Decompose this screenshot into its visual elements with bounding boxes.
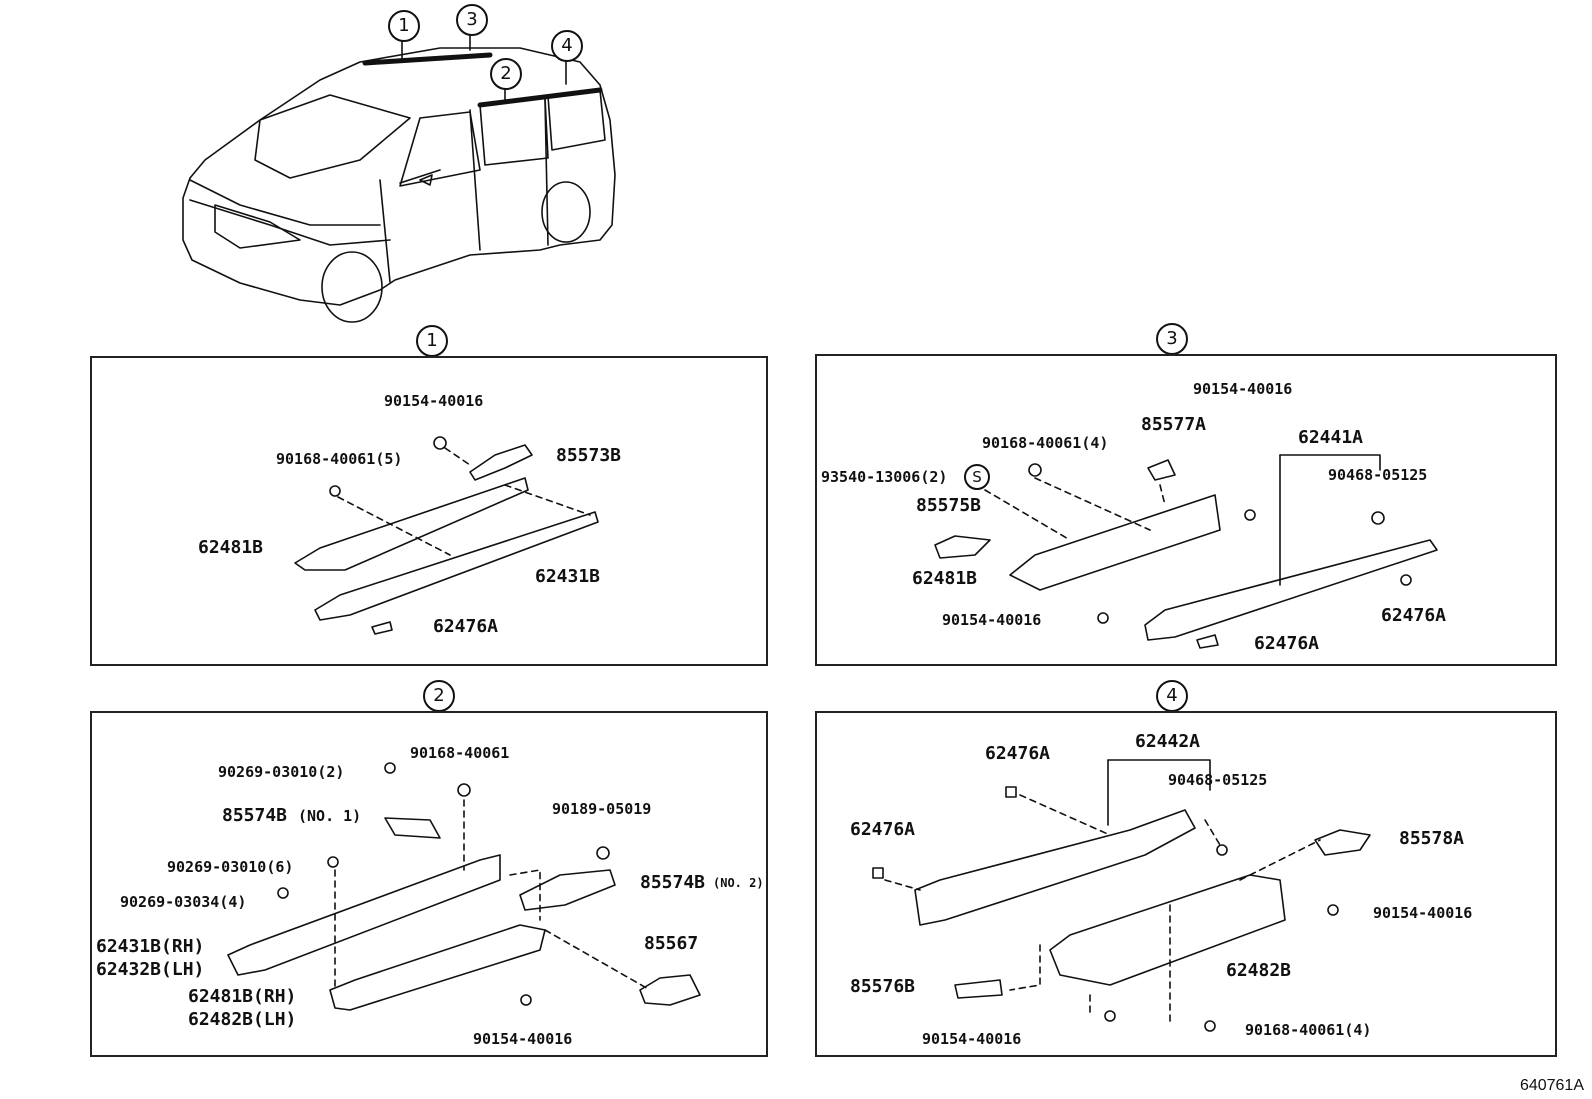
s2-label-e: 90269-03010(6) xyxy=(167,858,294,876)
section-4-panel xyxy=(815,711,1557,1057)
s4-label-g: 62482B xyxy=(1226,960,1292,981)
van-illustration xyxy=(182,47,616,323)
s3-label-e: 93540-13006(2) xyxy=(821,468,948,486)
overview-callout-1: 1 xyxy=(388,10,420,42)
s4-label-c: 90468-05125 xyxy=(1168,771,1268,789)
s3-label-i: 62476A xyxy=(1381,605,1447,626)
section-1-callout: 1 xyxy=(416,325,448,357)
s2-label-k: 62481B(RH) xyxy=(188,986,297,1007)
section-4-art xyxy=(872,759,1371,1032)
section-2-panel xyxy=(90,711,768,1057)
figure-id: 640761A xyxy=(1519,1077,1584,1094)
s3-label-a: 90154-40016 xyxy=(1193,380,1293,398)
s2-label-c-note: (NO. 1) xyxy=(298,807,362,825)
overview-callout-4: 4 xyxy=(551,30,583,62)
s2-label-j: 62432B(LH) xyxy=(96,959,205,980)
s3-label-c: 85577A xyxy=(1141,414,1207,435)
s2-label-i: 62431B(RH) xyxy=(96,936,205,957)
section-1-art xyxy=(294,436,599,635)
s1-label-a: 90154-40016 xyxy=(384,392,484,410)
overview-callout-2: 2 xyxy=(490,58,522,90)
s1-label-c: 85573B xyxy=(556,445,622,466)
overview-callout-3: 3 xyxy=(456,4,488,36)
s4-label-f: 90154-40016 xyxy=(1373,904,1473,922)
s3-label-g: 85575B xyxy=(916,495,982,516)
s3-label-f: 90468-05125 xyxy=(1328,466,1428,484)
s2-label-m: 90154-40016 xyxy=(473,1030,573,1048)
section-2-art xyxy=(227,762,701,1011)
s2-label-l: 62482B(LH) xyxy=(188,1009,297,1030)
s2-label-g: 90269-03034(4) xyxy=(120,893,247,911)
s1-label-d: 62481B xyxy=(198,537,264,558)
s4-label-e: 85578A xyxy=(1399,828,1465,849)
s4-label-j: 90168-40061(4) xyxy=(1245,1021,1372,1039)
s2-label-f-note: (NO. 2) xyxy=(713,876,764,890)
section-3-panel xyxy=(815,354,1557,666)
section-2-callout: 2 xyxy=(423,680,455,712)
s1-label-e: 62431B xyxy=(535,566,601,587)
section-4-callout: 4 xyxy=(1156,680,1188,712)
s1-label-b: 90168-40061(5) xyxy=(276,450,403,468)
s4-label-h: 85576B xyxy=(850,976,916,997)
s1-label-f: 62476A xyxy=(433,616,499,637)
s4-label-b: 62442A xyxy=(1135,731,1201,752)
s4-label-d: 62476A xyxy=(850,819,916,840)
s3-label-b: 90168-40061(4) xyxy=(982,434,1109,452)
section-3-art xyxy=(934,454,1438,649)
section-3-callout: 3 xyxy=(1156,323,1188,355)
s2-label-a: 90269-03010(2) xyxy=(218,763,345,781)
s2-label-b: 90168-40061 xyxy=(410,744,510,762)
s2-label-f: 85574B xyxy=(640,872,706,893)
section-1-panel xyxy=(90,356,768,666)
s2-label-d: 90189-05019 xyxy=(552,800,652,818)
s3-label-e-mark: S xyxy=(964,464,990,490)
s3-label-d: 62441A xyxy=(1298,427,1364,448)
s2-label-c: 85574B xyxy=(222,805,288,826)
s4-label-i: 90154-40016 xyxy=(922,1030,1022,1048)
s3-label-h: 62481B xyxy=(912,568,978,589)
s4-label-a: 62476A xyxy=(985,743,1051,764)
s3-label-k: 62476A xyxy=(1254,633,1320,654)
s2-label-h: 85567 xyxy=(644,933,699,954)
s3-label-j: 90154-40016 xyxy=(942,611,1042,629)
